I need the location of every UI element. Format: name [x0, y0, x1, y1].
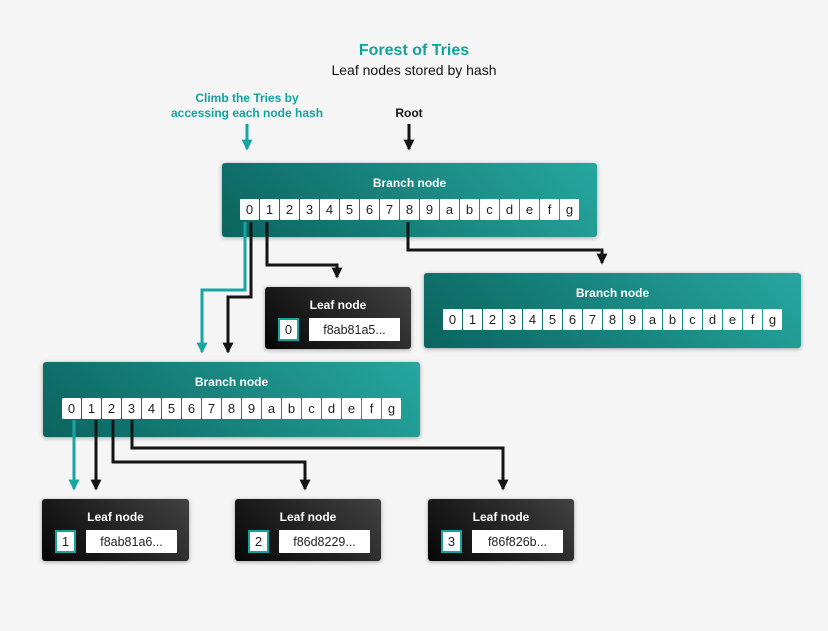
leaf-node-root-0: Leaf node 0 f8ab81a5...: [265, 287, 411, 349]
leaf-node-title: Leaf node: [279, 510, 337, 524]
branch-cell: 1: [463, 309, 482, 330]
leaf-index-cell: 2: [248, 530, 269, 553]
branch-cell: d: [703, 309, 722, 330]
branch-cell: e: [520, 199, 539, 220]
leaf-hash-value: f8ab81a6...: [86, 530, 177, 553]
branch-cell: 3: [122, 398, 141, 419]
branch-cell: f: [362, 398, 381, 419]
leaf-hash-value: f86d8229...: [279, 530, 370, 553]
branch-cell: g: [382, 398, 401, 419]
branch-cell: d: [500, 199, 519, 220]
branch-cell: 9: [420, 199, 439, 220]
leaf-hash-value: f8ab81a5...: [309, 318, 400, 341]
leaf-index-cell: 0: [278, 318, 299, 341]
branch-cell: a: [643, 309, 662, 330]
arrow-climb-path-top-to-lower-branch: [196, 222, 247, 354]
branch-cell: f: [540, 199, 559, 220]
branch-node-lower-title: Branch node: [194, 375, 269, 389]
branch-node-right-title: Branch node: [575, 286, 650, 300]
branch-cell: b: [460, 199, 479, 220]
leaf-node-2: Leaf node 2 f86d8229...: [235, 499, 381, 561]
branch-cell: 7: [380, 199, 399, 220]
branch-cell: 4: [523, 309, 542, 330]
branch-cell: g: [763, 309, 782, 330]
leaf-node-row: 2 f86d8229...: [235, 530, 381, 553]
branch-cell: c: [480, 199, 499, 220]
branch-cell: 9: [623, 309, 642, 330]
leaf-index-cell: 3: [441, 530, 462, 553]
leaf-node-title: Leaf node: [87, 510, 144, 524]
branch-cell: e: [342, 398, 361, 419]
diagram-title: Forest of Tries: [358, 42, 470, 59]
branch-cell: 6: [360, 199, 379, 220]
leaf-node-3: Leaf node 3 f86f826b...: [428, 499, 574, 561]
leaf-hash-value: f86f826b...: [472, 530, 563, 553]
branch-cell: a: [262, 398, 281, 419]
branch-cell: 4: [320, 199, 339, 220]
branch-cell: 6: [182, 398, 201, 419]
branch-cell: f: [743, 309, 762, 330]
diagram-subtitle: Leaf nodes stored by hash: [331, 62, 497, 78]
branch-cell: 3: [503, 309, 522, 330]
branch-cell: 1: [82, 398, 101, 419]
climb-annotation: Climb the Tries by accessing each node h…: [107, 91, 387, 121]
branch-cell: c: [683, 309, 702, 330]
branch-cell: 3: [300, 199, 319, 220]
branch-cell: 2: [280, 199, 299, 220]
branch-cell: 5: [340, 199, 359, 220]
root-annotation: Root: [395, 106, 423, 120]
leaf-index-cell: 1: [55, 530, 76, 553]
branch-cell: 5: [543, 309, 562, 330]
leaf-node-row: 3 f86f826b...: [428, 530, 574, 553]
branch-cell: 7: [202, 398, 221, 419]
branch-cell: 9: [242, 398, 261, 419]
branch-cell: 8: [222, 398, 241, 419]
branch-cell: 0: [240, 199, 259, 220]
branch-node-top-title: Branch node: [372, 176, 447, 190]
arrow-top-branch-cell0-to-lower-branch: [222, 222, 253, 354]
branch-cell: 4: [142, 398, 161, 419]
branch-cell: 7: [583, 309, 602, 330]
branch-cell: 0: [62, 398, 81, 419]
branch-cell: 0: [443, 309, 462, 330]
branch-cell: 8: [400, 199, 419, 220]
branch-cell: d: [322, 398, 341, 419]
leaf-node-1: Leaf node 1 f8ab81a6...: [42, 499, 189, 561]
branch-cell: g: [560, 199, 579, 220]
branch-cell: 1: [260, 199, 279, 220]
branch-cell: e: [723, 309, 742, 330]
branch-cell: 6: [563, 309, 582, 330]
leaf-node-title: Leaf node: [309, 298, 367, 312]
branch-cell: a: [440, 199, 459, 220]
leaf-node-row: 1 f8ab81a6...: [42, 530, 189, 553]
branch-cell: 8: [603, 309, 622, 330]
branch-cell: b: [663, 309, 682, 330]
branch-cell: 2: [102, 398, 121, 419]
climb-annotation-line2: accessing each node hash: [170, 106, 324, 120]
branch-cell: c: [302, 398, 321, 419]
leaf-node-row: 0 f8ab81a5...: [265, 318, 411, 341]
branch-cell: 5: [162, 398, 181, 419]
climb-annotation-line1: Climb the Tries by: [195, 91, 299, 105]
leaf-node-title: Leaf node: [472, 510, 530, 524]
branch-cell: b: [282, 398, 301, 419]
branch-cell: 2: [483, 309, 502, 330]
